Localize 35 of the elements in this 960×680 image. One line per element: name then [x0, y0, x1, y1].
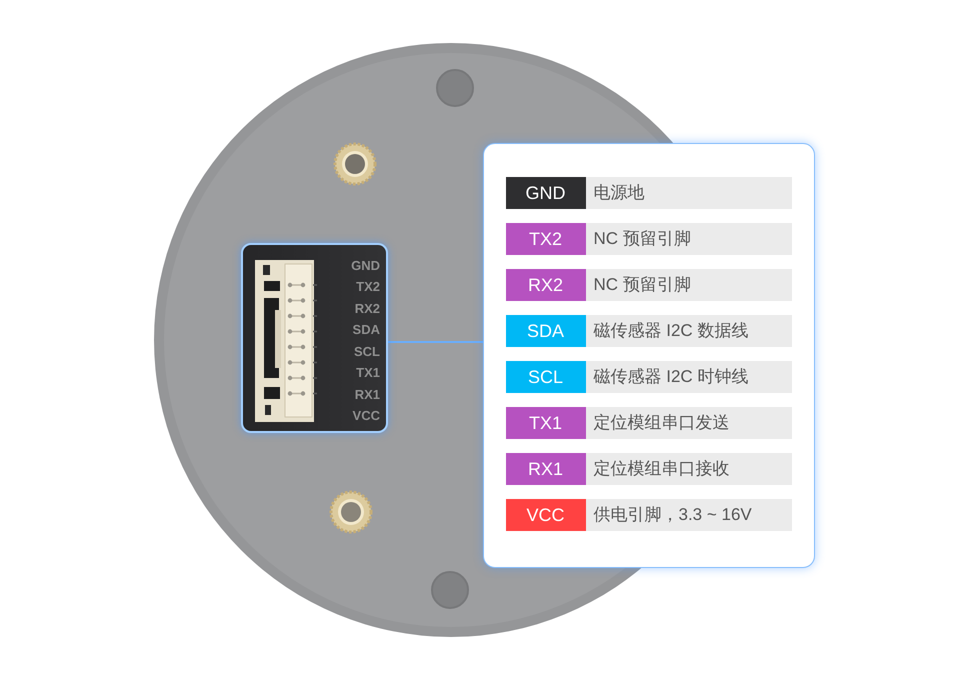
- pin-description: 定位模组串口接收: [594, 458, 730, 480]
- pin-badge: TX2: [506, 222, 586, 254]
- pin-label: RX2: [354, 300, 380, 317]
- pin-description: 电源地: [594, 182, 644, 204]
- pin-label: RX1: [354, 386, 380, 403]
- table-row: [506, 314, 792, 346]
- pin-badge: SDA: [506, 314, 586, 346]
- pin-description: 磁传感器 I2C 时钟线: [594, 366, 748, 388]
- table-row: [506, 268, 792, 300]
- table-row: [506, 360, 792, 392]
- table-row: [506, 176, 792, 208]
- table-row: [506, 406, 792, 438]
- pin-description: 供电引脚，3.3 ~ 16V: [594, 504, 752, 526]
- pin-label: SDA: [352, 322, 380, 338]
- pin-badge: RX2: [506, 268, 586, 300]
- info-panel: [483, 143, 815, 568]
- pin-badge: SCL: [506, 360, 586, 392]
- pin-description: 磁传感器 I2C 数据线: [594, 320, 748, 342]
- pin-badge: TX1: [506, 406, 586, 438]
- pin-label: SCL: [354, 344, 380, 360]
- pin-badge: VCC: [506, 498, 586, 530]
- table-row: [506, 498, 792, 530]
- pin-badge: GND: [506, 176, 586, 208]
- pin-description: NC 预留引脚: [594, 228, 691, 250]
- pin-label: VCC: [352, 408, 380, 424]
- connector-line: [388, 341, 483, 343]
- table-row: [506, 452, 792, 484]
- connector-callout: [241, 243, 388, 433]
- pin-description: 定位模组串口发送: [594, 412, 730, 434]
- table-row: [506, 222, 792, 254]
- pin-badge: RX1: [506, 452, 586, 484]
- pin-label: GND: [351, 258, 380, 274]
- pin-description: NC 预留引脚: [594, 274, 691, 296]
- pin-label: TX2: [356, 279, 380, 296]
- pin-label: TX1: [356, 365, 380, 382]
